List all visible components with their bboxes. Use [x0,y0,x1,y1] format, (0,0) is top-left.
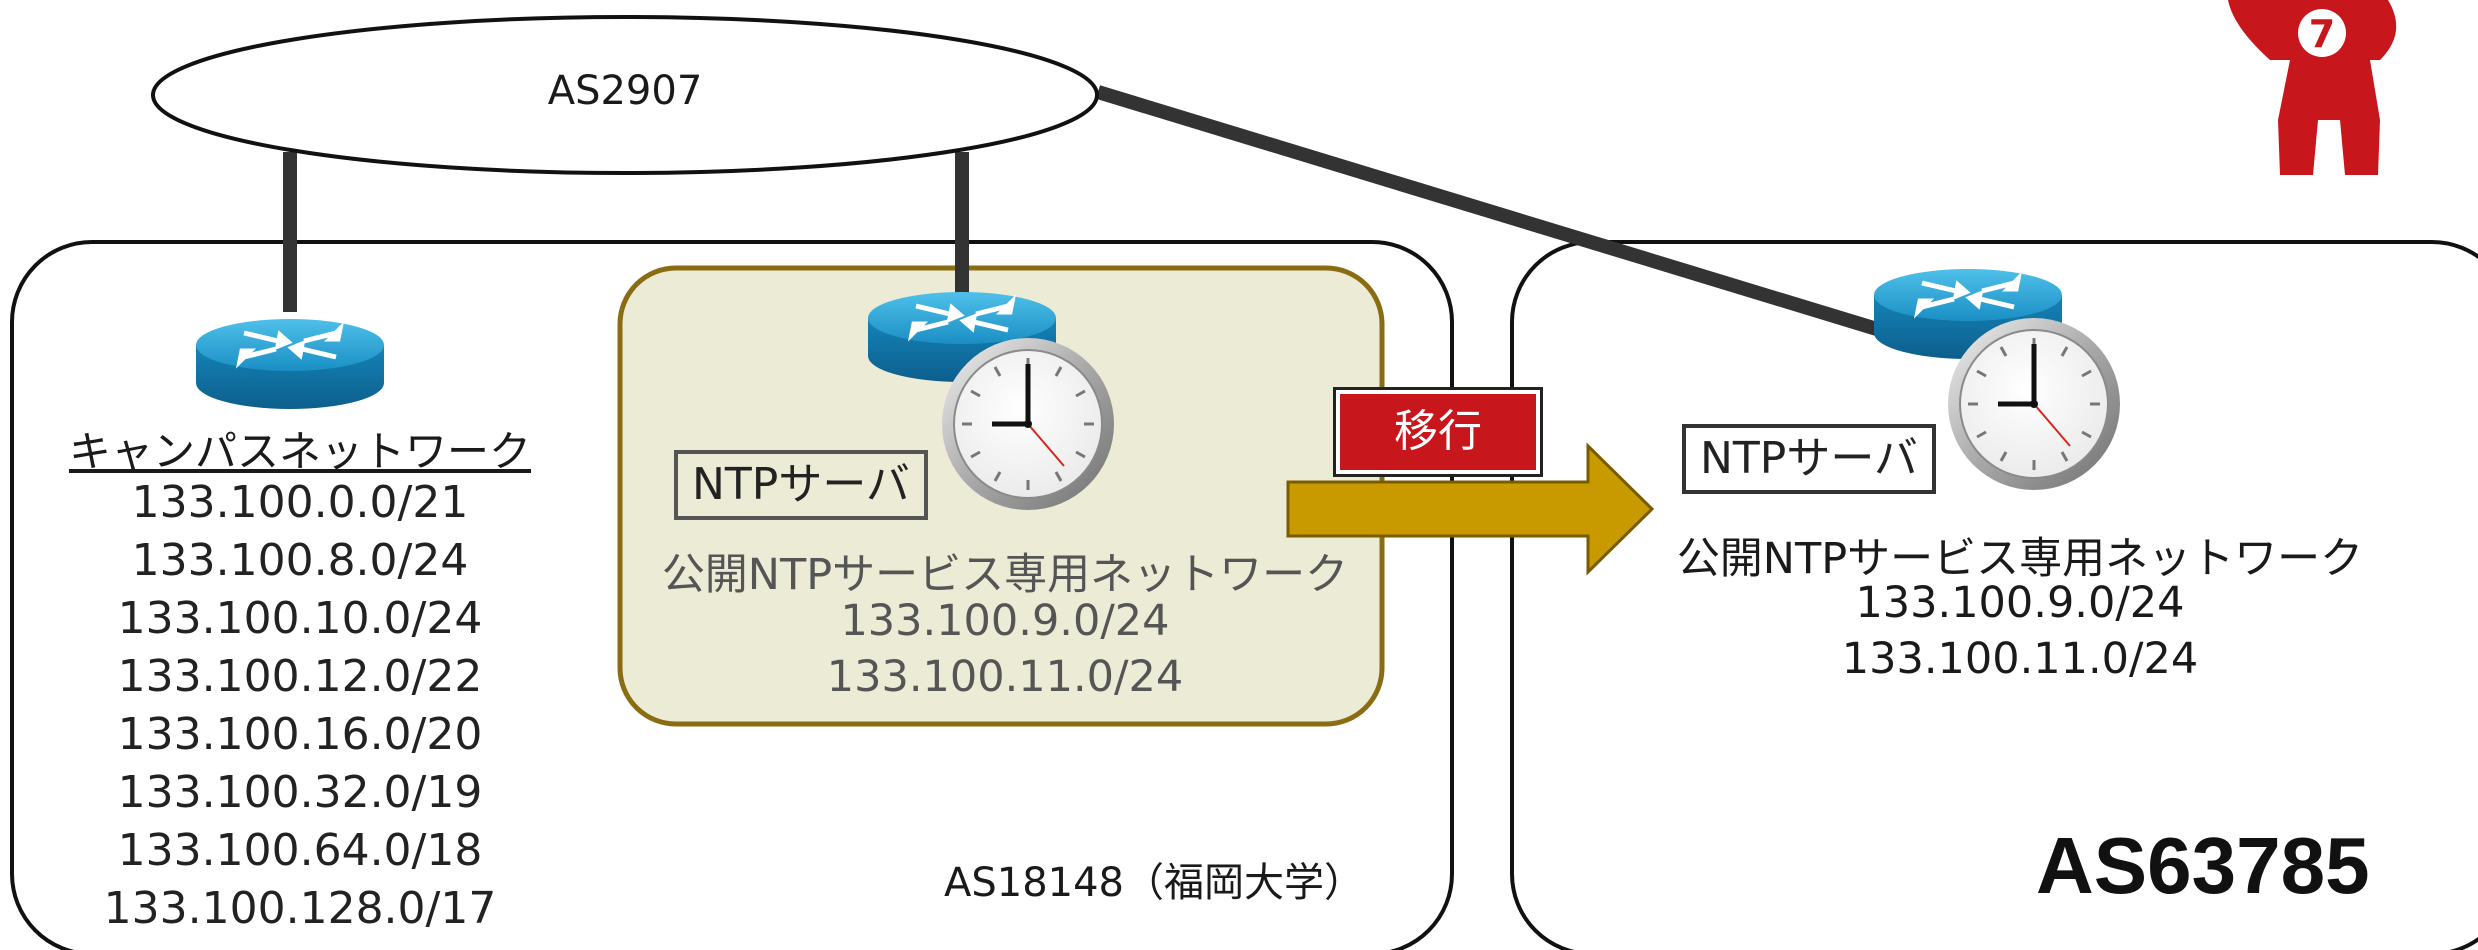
link-as2907-as63785 [1095,85,1883,337]
old-ntp-prefix-2: 133.100.11.0/24 [826,652,1184,702]
mascot-seven-icon: 7 [2228,0,2397,175]
as2907-cloud [151,15,1099,175]
campus-prefix-item: 133.100.32.0/19 [117,767,483,818]
old-ntp-clock-icon [942,338,1114,510]
new-ntp-prefix-1: 133.100.9.0/24 [1855,578,2185,628]
campus-prefix-item: 133.100.0.0/21 [131,477,469,528]
as63785-label: AS63785 [2036,821,2370,910]
campus-prefix-item: 133.100.128.0/17 [103,883,497,934]
as18148-label: AS18148（福岡大学） [944,860,1364,906]
new-ntp-prefix-2: 133.100.11.0/24 [1841,634,2199,684]
campus-router-icon [196,319,384,409]
old-ntp-network-title: 公開NTPサービス専用ネットワーク [661,550,1349,600]
campus-prefix-item: 133.100.8.0/24 [131,535,469,586]
old-ntp-server-label: NTPサーバ [674,450,928,520]
migration-arrow [1286,442,1655,576]
campus-prefix-item: 133.100.10.0/24 [117,593,483,644]
as63785-box [1510,240,2478,950]
new-ntp-router-icon [1874,269,2062,359]
campus-prefix-list: 133.100.0.0/21 133.100.8.0/24 133.100.10.0… [60,474,540,938]
new-ntp-network-title: 公開NTPサービス専用ネットワーク [1676,534,2364,584]
migration-label: 移行 [1333,387,1543,477]
campus-prefix-item: 133.100.12.0/22 [117,651,483,702]
svg-text:7: 7 [2309,12,2335,56]
old-ntp-prefix-1: 133.100.9.0/24 [840,596,1170,646]
campus-network-heading: キャンパスネットワーク [68,427,531,476]
new-ntp-server-label: NTPサーバ [1682,424,1936,494]
new-ntp-clock-icon [1948,318,2120,490]
as2907-label: AS2907 [547,68,703,114]
campus-prefix-item: 133.100.16.0/20 [117,709,483,760]
campus-prefix-item: 133.100.64.0/18 [117,825,483,876]
